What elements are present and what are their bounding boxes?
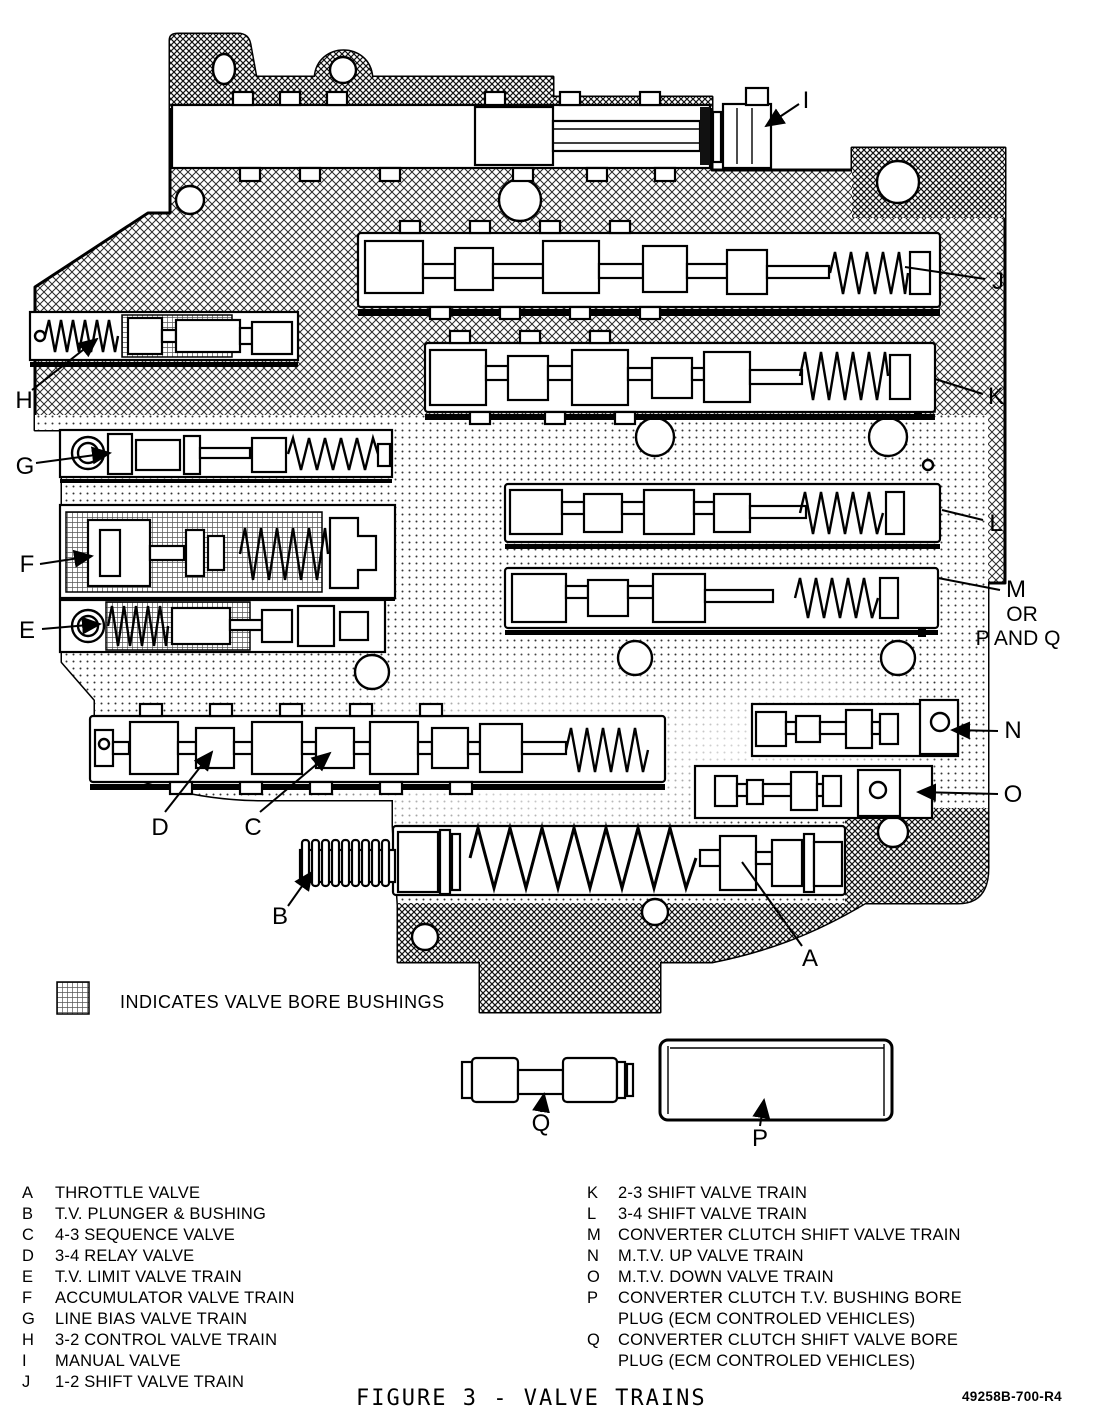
- valve-train-line-bias: [58, 428, 394, 479]
- callout-D: D: [151, 750, 214, 841]
- svg-text:O: O: [1004, 781, 1023, 808]
- parts-list-item-wrap: PLUG (ECM CONTROLED VEHICLES): [618, 1310, 916, 1328]
- svg-text:I: I: [803, 87, 810, 114]
- parts-list-item-wrap: PLUG (ECM CONTROLED VEHICLES): [618, 1352, 916, 1370]
- svg-text:C: C: [244, 814, 261, 841]
- svg-text:N: N: [1004, 717, 1021, 744]
- valve-train-accumulator: [58, 503, 397, 600]
- callout-N: N: [950, 717, 1022, 744]
- svg-text:P AND Q: P AND Q: [976, 627, 1061, 650]
- svg-text:OR: OR: [1006, 603, 1038, 626]
- bushing-legend: INDICATES VALVE BORE BUSHINGS: [56, 981, 445, 1015]
- callout-M-group: M OR P AND Q: [937, 576, 1061, 650]
- figure-reference-number: 49258B-700-R4: [962, 1389, 1062, 1404]
- part-shift-valve-bore-plug: [460, 1056, 635, 1104]
- valve-train-tv-limit: [58, 598, 387, 654]
- svg-text:L: L: [989, 510, 1002, 537]
- valve-train-3-2-control: [28, 310, 300, 362]
- valve-train-2-3-shift: [423, 329, 937, 426]
- callout-P-part: P: [752, 1098, 771, 1152]
- callout-I: I: [764, 87, 810, 128]
- callout-J: J: [904, 266, 1004, 295]
- svg-text:D: D: [151, 814, 168, 841]
- bushing-swatch-icon: [56, 981, 90, 1015]
- bushing-legend-text: INDICATES VALVE BORE BUSHINGS: [120, 992, 445, 1012]
- callout-Q-part: Q: [532, 1092, 551, 1137]
- svg-text:J: J: [992, 268, 1004, 295]
- svg-text:G: G: [16, 453, 35, 480]
- callout-H: H: [15, 337, 99, 414]
- valve-train-manual: [170, 86, 773, 183]
- valve-train-1-2-shift: [356, 219, 942, 321]
- svg-text:Q: Q: [532, 1110, 551, 1137]
- callout-L: L: [941, 509, 1003, 537]
- valve-train-relay-sequence: [88, 702, 667, 796]
- svg-text:M: M: [1006, 576, 1026, 603]
- valve-train-mtv-down: [693, 764, 934, 820]
- callout-A: A: [741, 861, 818, 972]
- svg-text:P: P: [752, 1125, 768, 1152]
- callout-F: F: [20, 549, 94, 578]
- callout-G: G: [16, 446, 112, 480]
- valve-train-converter-clutch: [503, 566, 940, 630]
- svg-text:F: F: [20, 551, 35, 578]
- valve-trains-figure: INDICATES VALVE BORE BUSHINGS I J K L M …: [15, 32, 1061, 1152]
- callout-O: O: [916, 781, 1023, 808]
- svg-text:A: A: [802, 945, 818, 972]
- svg-text:E: E: [19, 617, 35, 644]
- valve-train-3-4-shift: [503, 482, 942, 544]
- figure-caption: FIGURE 3 - VALVE TRAINS: [356, 1386, 707, 1411]
- svg-text:K: K: [988, 383, 1004, 410]
- callout-B: B: [272, 870, 314, 930]
- callout-K: K: [934, 378, 1004, 410]
- svg-text:B: B: [272, 903, 288, 930]
- callout-C: C: [244, 751, 332, 841]
- part-tv-bushing-bore-plug: [658, 1038, 894, 1122]
- valve-train-mtv-up: [750, 698, 960, 758]
- valve-train-throttle: [298, 822, 847, 897]
- callout-E: E: [19, 616, 102, 644]
- svg-text:H: H: [15, 387, 32, 414]
